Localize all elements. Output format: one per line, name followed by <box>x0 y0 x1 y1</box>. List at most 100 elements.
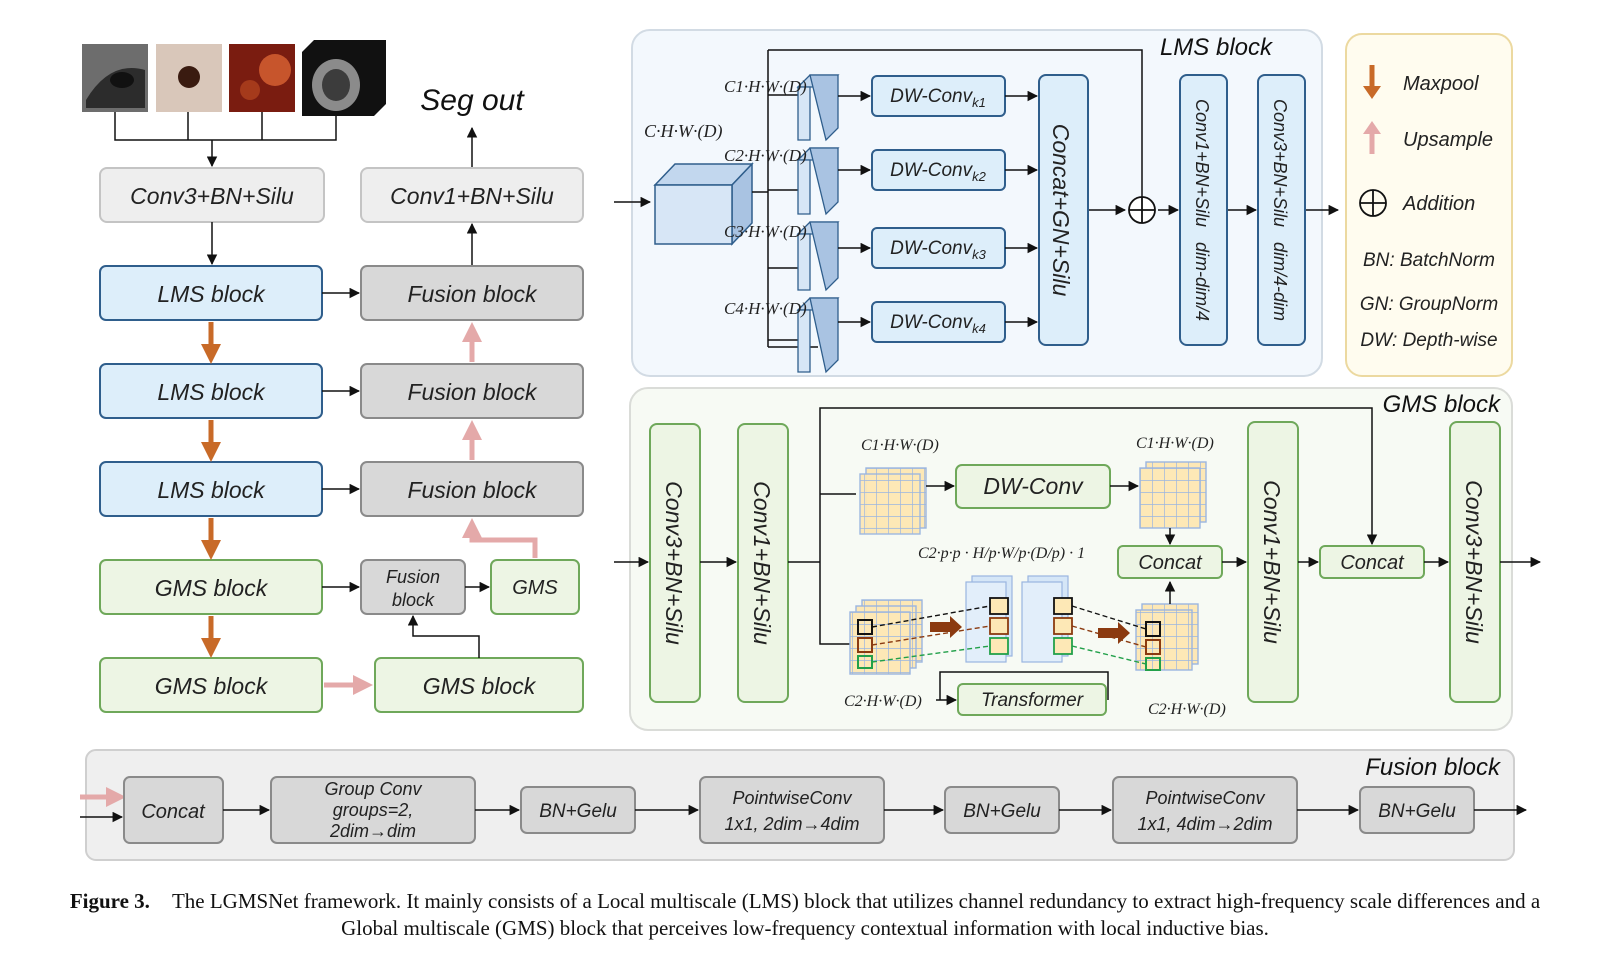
svg-text:Concat: Concat <box>1340 552 1405 574</box>
svg-text:Conv1+BN+Silu: Conv1+BN+Silu <box>1259 480 1285 644</box>
caption-label: Figure 3. <box>69 889 150 913</box>
gms-concat-box: Concat <box>1117 545 1223 579</box>
svg-text:GMS block: GMS block <box>155 673 269 699</box>
encoder-gms-block-1: GMS block <box>99 559 323 615</box>
lms-dwconv-k4: DW-Convk4 <box>871 301 1006 343</box>
lms-slab-3-face <box>797 233 811 291</box>
lms-split-label-3: C3·H·W·(D) <box>724 222 807 241</box>
gms-conv3b-box: Conv3+BN+Silu <box>1449 421 1501 703</box>
svg-text:DW-Convk4: DW-Convk4 <box>890 312 986 336</box>
svg-text:Conv1+BN+Silu: Conv1+BN+Silu <box>749 481 775 645</box>
addition-icon <box>1359 189 1387 217</box>
lms-split-label-1: C1·H·W·(D) <box>724 77 807 96</box>
svg-text:Fusion block: Fusion block <box>407 281 538 307</box>
svg-text:PointwiseConv: PointwiseConv <box>732 788 852 808</box>
lms-slab-1-face <box>809 74 839 142</box>
fusion-group-conv-box: Group Conv groups=2, 2dim→dim <box>270 776 476 844</box>
gms-conv1b-box: Conv1+BN+Silu <box>1247 421 1299 703</box>
svg-text:block: block <box>392 590 435 610</box>
gms-panel-title: GMS block <box>1383 391 1502 418</box>
svg-text:Concat+GN+Silu: Concat+GN+Silu <box>1048 124 1074 297</box>
lms-addition-symbol <box>1128 196 1156 224</box>
encoder-gms-block-2: GMS block <box>99 657 323 713</box>
svg-text:PointwiseConv: PointwiseConv <box>1145 788 1265 808</box>
upsample-icon <box>1363 121 1381 154</box>
encoder-lms-block-1: LMS block <box>99 265 323 321</box>
decoder-fusion-block-small: Fusion block <box>360 559 466 615</box>
legend-upsample: Upsample <box>1403 129 1493 151</box>
legend-maxpool: Maxpool <box>1403 73 1479 95</box>
gms-brown-arrows <box>930 616 1130 644</box>
svg-text:DW-Conv: DW-Conv <box>983 473 1084 499</box>
legend-gn: GN: GroupNorm <box>1360 294 1498 315</box>
svg-text:1x1, 2dim→4dim: 1x1, 2dim→4dim <box>724 814 859 834</box>
svg-text:BN+Gelu: BN+Gelu <box>539 801 617 822</box>
svg-text:GMS block: GMS block <box>155 575 269 601</box>
gms-c2-in-label: C2·H·W·(D) <box>844 693 922 710</box>
gms-patch-label: C2·p·p · H/p·W/p·(D/p) · 1 <box>918 545 1085 562</box>
lms-concat-gn-silu: Concat+GN+Silu <box>1038 74 1089 346</box>
fusion-pointwise-conv-2: PointwiseConv 1x1, 4dim→2dim <box>1112 776 1298 844</box>
gms-c1-input-grid <box>859 467 927 535</box>
input-thumbnails <box>82 40 386 116</box>
legend-bn: BN: BatchNorm <box>1363 250 1495 271</box>
fusion-pointwise-conv-1: PointwiseConv 1x1, 2dim→4dim <box>699 776 885 844</box>
decoder-gms-block: GMS block <box>374 657 584 713</box>
lms-conv3-box: Conv3+BN+Silu dim/4-dim <box>1257 74 1306 346</box>
gms-concat2-box: Concat <box>1319 545 1425 579</box>
figure-caption: Figure 3. The LGMSNet framework. It mainl… <box>40 888 1570 942</box>
seg-out-label: Seg out <box>420 84 525 117</box>
fusion-concat-box: Concat <box>123 776 224 844</box>
svg-text:Transformer: Transformer <box>981 690 1084 711</box>
legend-panel <box>1345 33 1513 377</box>
lms-dwconv-k2: DW-Convk2 <box>871 149 1006 191</box>
gms-patch-dashes <box>871 605 1147 665</box>
lms-conv1-box: Conv1+BN+Silu dim-dim/4 <box>1179 74 1228 346</box>
svg-text:Fusion block: Fusion block <box>407 379 538 405</box>
lms-split-slabs <box>796 74 840 374</box>
gms-dwconv-box: DW-Conv <box>955 464 1111 509</box>
gms-conv3-box: Conv3+BN+Silu <box>649 423 701 703</box>
svg-text:groups=2,: groups=2, <box>333 800 414 820</box>
fusion-panel-title: Fusion block <box>1365 754 1502 781</box>
encoder-lms-block-3: LMS block <box>99 461 323 517</box>
svg-text:DW-Convk3: DW-Convk3 <box>890 238 987 262</box>
svg-text:LMS block: LMS block <box>157 379 266 405</box>
encoder-lms-block-2: LMS block <box>99 363 323 419</box>
svg-text:DW-Convk2: DW-Convk2 <box>890 160 987 184</box>
decoder-fusion-block-1: Fusion block <box>360 265 584 321</box>
decoder-fusion-block-3: Fusion block <box>360 461 584 517</box>
fusion-bn-gelu-3: BN+Gelu <box>1359 786 1475 834</box>
lms-input-label: C·H·W·(D) <box>644 121 723 142</box>
svg-text:LMS block: LMS block <box>157 281 266 307</box>
lms-slab-4-face <box>797 309 811 373</box>
lms-slab-2-face <box>809 147 839 216</box>
svg-text:Fusion block: Fusion block <box>407 477 538 503</box>
upsample-arrows <box>324 322 538 695</box>
gms-patch-grids <box>849 599 1199 675</box>
svg-text:Conv3+BN+Silu dim/4-dim: Conv3+BN+Silu dim/4-dim <box>1270 99 1290 321</box>
lms-dwconv-k1: DW-Convk1 <box>871 75 1006 117</box>
lms-slab-4-face <box>809 297 839 374</box>
fusion-bn-gelu-1: BN+Gelu <box>520 786 636 834</box>
decoder-fusion-block-2: Fusion block <box>360 363 584 419</box>
svg-text:Group Conv: Group Conv <box>324 779 422 799</box>
svg-text:1x1, 4dim→2dim: 1x1, 4dim→2dim <box>1137 814 1272 834</box>
fusion-bn-gelu-2: BN+Gelu <box>944 786 1060 834</box>
caption-text: The LGMSNet framework. It mainly consist… <box>171 889 1541 940</box>
lms-slab-2-face <box>797 159 811 215</box>
lms-slab-1-face <box>797 86 811 141</box>
svg-text:Fusion: Fusion <box>386 567 440 587</box>
svg-text:LMS block: LMS block <box>157 477 266 503</box>
input-merge-lines <box>114 112 337 141</box>
legend-dw: DW: Depth-wise <box>1360 330 1497 351</box>
lms-split-label-4: C4·H·W·(D) <box>724 299 807 318</box>
gms-c1-output-grid <box>1139 461 1207 529</box>
gms-conv1-box: Conv1+BN+Silu <box>737 423 789 703</box>
svg-text:BN+Gelu: BN+Gelu <box>963 801 1041 822</box>
gms-token-columns <box>965 575 1073 663</box>
svg-text:BN+Gelu: BN+Gelu <box>1378 801 1456 822</box>
encoder-conv3-label: Conv3+BN+Silu <box>130 183 294 209</box>
svg-text:Concat: Concat <box>141 801 206 823</box>
